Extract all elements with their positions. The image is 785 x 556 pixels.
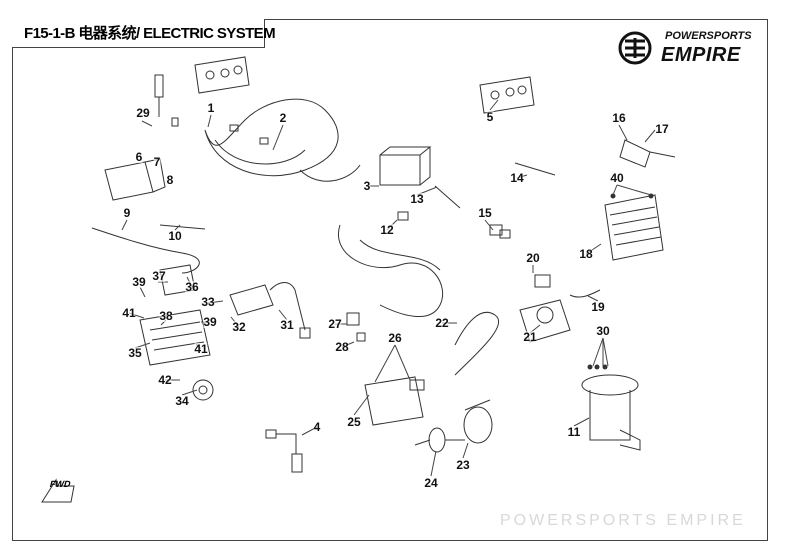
callout-9: 9 xyxy=(123,206,131,220)
callout-18: 18 xyxy=(579,247,593,261)
callout-28: 28 xyxy=(335,340,349,354)
callout-41: 41 xyxy=(194,342,208,356)
part-regulator xyxy=(604,194,664,261)
callout-13: 13 xyxy=(410,192,424,206)
diagram-frame xyxy=(12,19,768,541)
callout-2: 2 xyxy=(279,111,287,125)
callout-34: 34 xyxy=(175,394,189,408)
callout-1: 1 xyxy=(207,101,215,115)
watermark: POWERSPORTS EMPIRE xyxy=(500,512,746,529)
callout-42: 42 xyxy=(158,373,172,387)
callout-26: 26 xyxy=(388,331,402,345)
part-fuel-pump xyxy=(581,374,641,451)
callout-23: 23 xyxy=(456,458,470,472)
part-connector-plate-1 xyxy=(194,56,250,94)
part-rod-10 xyxy=(159,224,206,230)
part-screws-40 xyxy=(610,193,654,199)
callout-17: 17 xyxy=(655,122,669,136)
callout-20: 20 xyxy=(526,251,540,265)
callout-15: 15 xyxy=(478,206,492,220)
part-strap-13 xyxy=(434,185,461,209)
callout-39: 39 xyxy=(203,315,217,329)
callout-6: 6 xyxy=(135,150,143,164)
part-relay-16 xyxy=(619,139,676,168)
part-sensor-29 xyxy=(154,74,179,127)
callout-25: 25 xyxy=(347,415,361,429)
part-relay-27 xyxy=(346,312,366,342)
callout-22: 22 xyxy=(435,316,449,330)
callout-31: 31 xyxy=(280,318,294,332)
callout-27: 27 xyxy=(328,317,342,331)
fwd-label: FWD xyxy=(48,479,72,489)
callout-32: 32 xyxy=(232,320,246,334)
leader-lines xyxy=(121,99,656,477)
callout-40: 40 xyxy=(610,171,624,185)
callout-3: 3 xyxy=(363,179,371,193)
part-wire-22 xyxy=(454,311,500,376)
part-main-harness xyxy=(204,98,361,182)
callout-37: 37 xyxy=(152,269,166,283)
callout-39: 39 xyxy=(132,275,146,289)
part-magneto-23 xyxy=(463,399,493,444)
callout-29: 29 xyxy=(136,106,150,120)
part-cable-19 xyxy=(569,289,601,298)
callout-30: 30 xyxy=(596,324,610,338)
callout-12: 12 xyxy=(380,223,394,237)
callout-38: 38 xyxy=(159,309,173,323)
part-cable-9 xyxy=(91,227,200,274)
callout-16: 16 xyxy=(612,111,626,125)
brand-logo: POWERSPORTS EMPIRE xyxy=(617,30,762,68)
part-ecu xyxy=(364,376,425,426)
part-sensor-24 xyxy=(414,427,465,453)
callout-4: 4 xyxy=(313,420,321,434)
logo-line1: POWERSPORTS xyxy=(665,30,752,42)
forward-arrow-icon xyxy=(41,478,75,503)
part-clip-15 xyxy=(489,224,511,239)
callout-11: 11 xyxy=(567,425,581,439)
callout-5: 5 xyxy=(486,110,494,124)
callout-19: 19 xyxy=(591,300,605,314)
callout-14: 14 xyxy=(510,171,524,185)
part-strap-14 xyxy=(514,162,556,176)
part-fuse-box xyxy=(139,264,211,366)
part-sensor-4 xyxy=(265,429,303,473)
part-ignition-31 xyxy=(229,282,311,339)
part-horn xyxy=(192,379,214,401)
callout-36: 36 xyxy=(185,280,199,294)
callout-35: 35 xyxy=(128,346,142,360)
callout-24: 24 xyxy=(424,476,438,490)
callout-8: 8 xyxy=(166,173,174,187)
callout-33: 33 xyxy=(201,295,215,309)
callout-21: 21 xyxy=(523,330,537,344)
page-title: F15-1-B 电器系统/ ELECTRIC SYSTEM xyxy=(12,19,276,48)
part-handlebar-switch xyxy=(104,158,166,201)
part-screws-30 xyxy=(587,364,608,370)
empire-emblem-icon xyxy=(618,31,652,65)
callout-7: 7 xyxy=(153,155,161,169)
part-battery xyxy=(379,146,432,186)
callout-41: 41 xyxy=(122,306,136,320)
forward-direction-marker: FWD xyxy=(40,474,80,506)
part-connector-plate-5 xyxy=(479,76,535,114)
part-sub-harness xyxy=(337,211,444,318)
callout-10: 10 xyxy=(168,229,182,243)
logo-line2: EMPIRE xyxy=(661,44,741,66)
